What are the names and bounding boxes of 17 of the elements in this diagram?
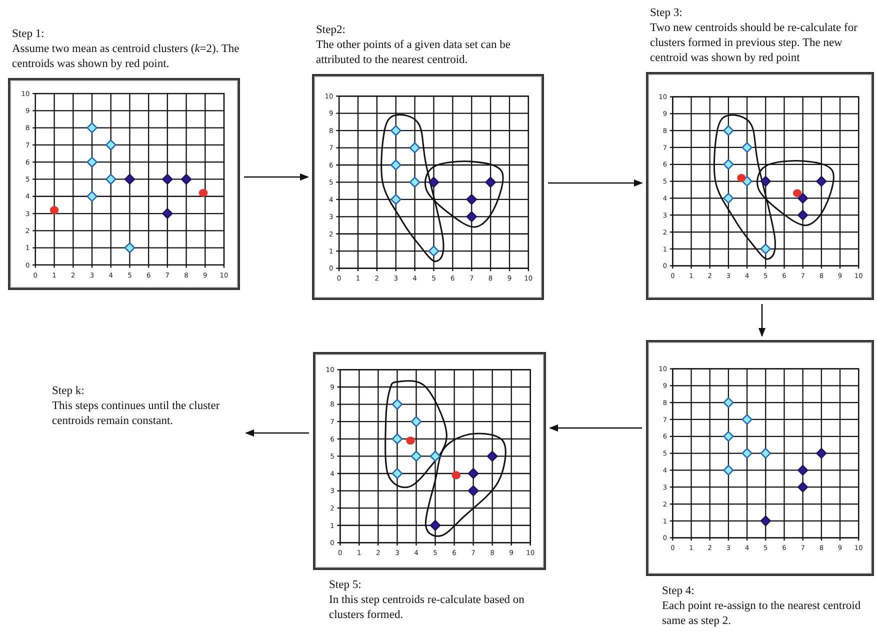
step-description: This steps continues until the cluster centroids remain constant. <box>52 398 221 429</box>
step-heading: Step 5: <box>329 578 362 593</box>
arrow <box>758 304 766 337</box>
step-description: Assume two mean as centroid clusters (k=2). The centroids was shown by red point. <box>12 42 240 72</box>
arrow <box>244 173 309 181</box>
arrow <box>245 429 309 437</box>
step-heading: Step2: <box>316 23 346 38</box>
arrow <box>549 424 642 432</box>
step-heading: Step 4: <box>662 584 696 599</box>
step-heading: Step k: <box>52 384 86 399</box>
step-heading: Step 3: <box>650 6 684 22</box>
step-description: In this step centroids re-calculate based on clusters formed. <box>329 592 526 623</box>
arrow <box>548 179 643 187</box>
step-description: Each point re-assign to the nearest centroid same as step 2. <box>662 598 862 629</box>
step-heading: Step 1: <box>12 27 46 42</box>
step-description: The other points of a given data set can be attributed to the nearest centroid. <box>316 38 512 68</box>
step-description: Two new centroids should be re-calculate for clusters formed in previous step. The new centroid was shown by red point <box>650 21 858 66</box>
